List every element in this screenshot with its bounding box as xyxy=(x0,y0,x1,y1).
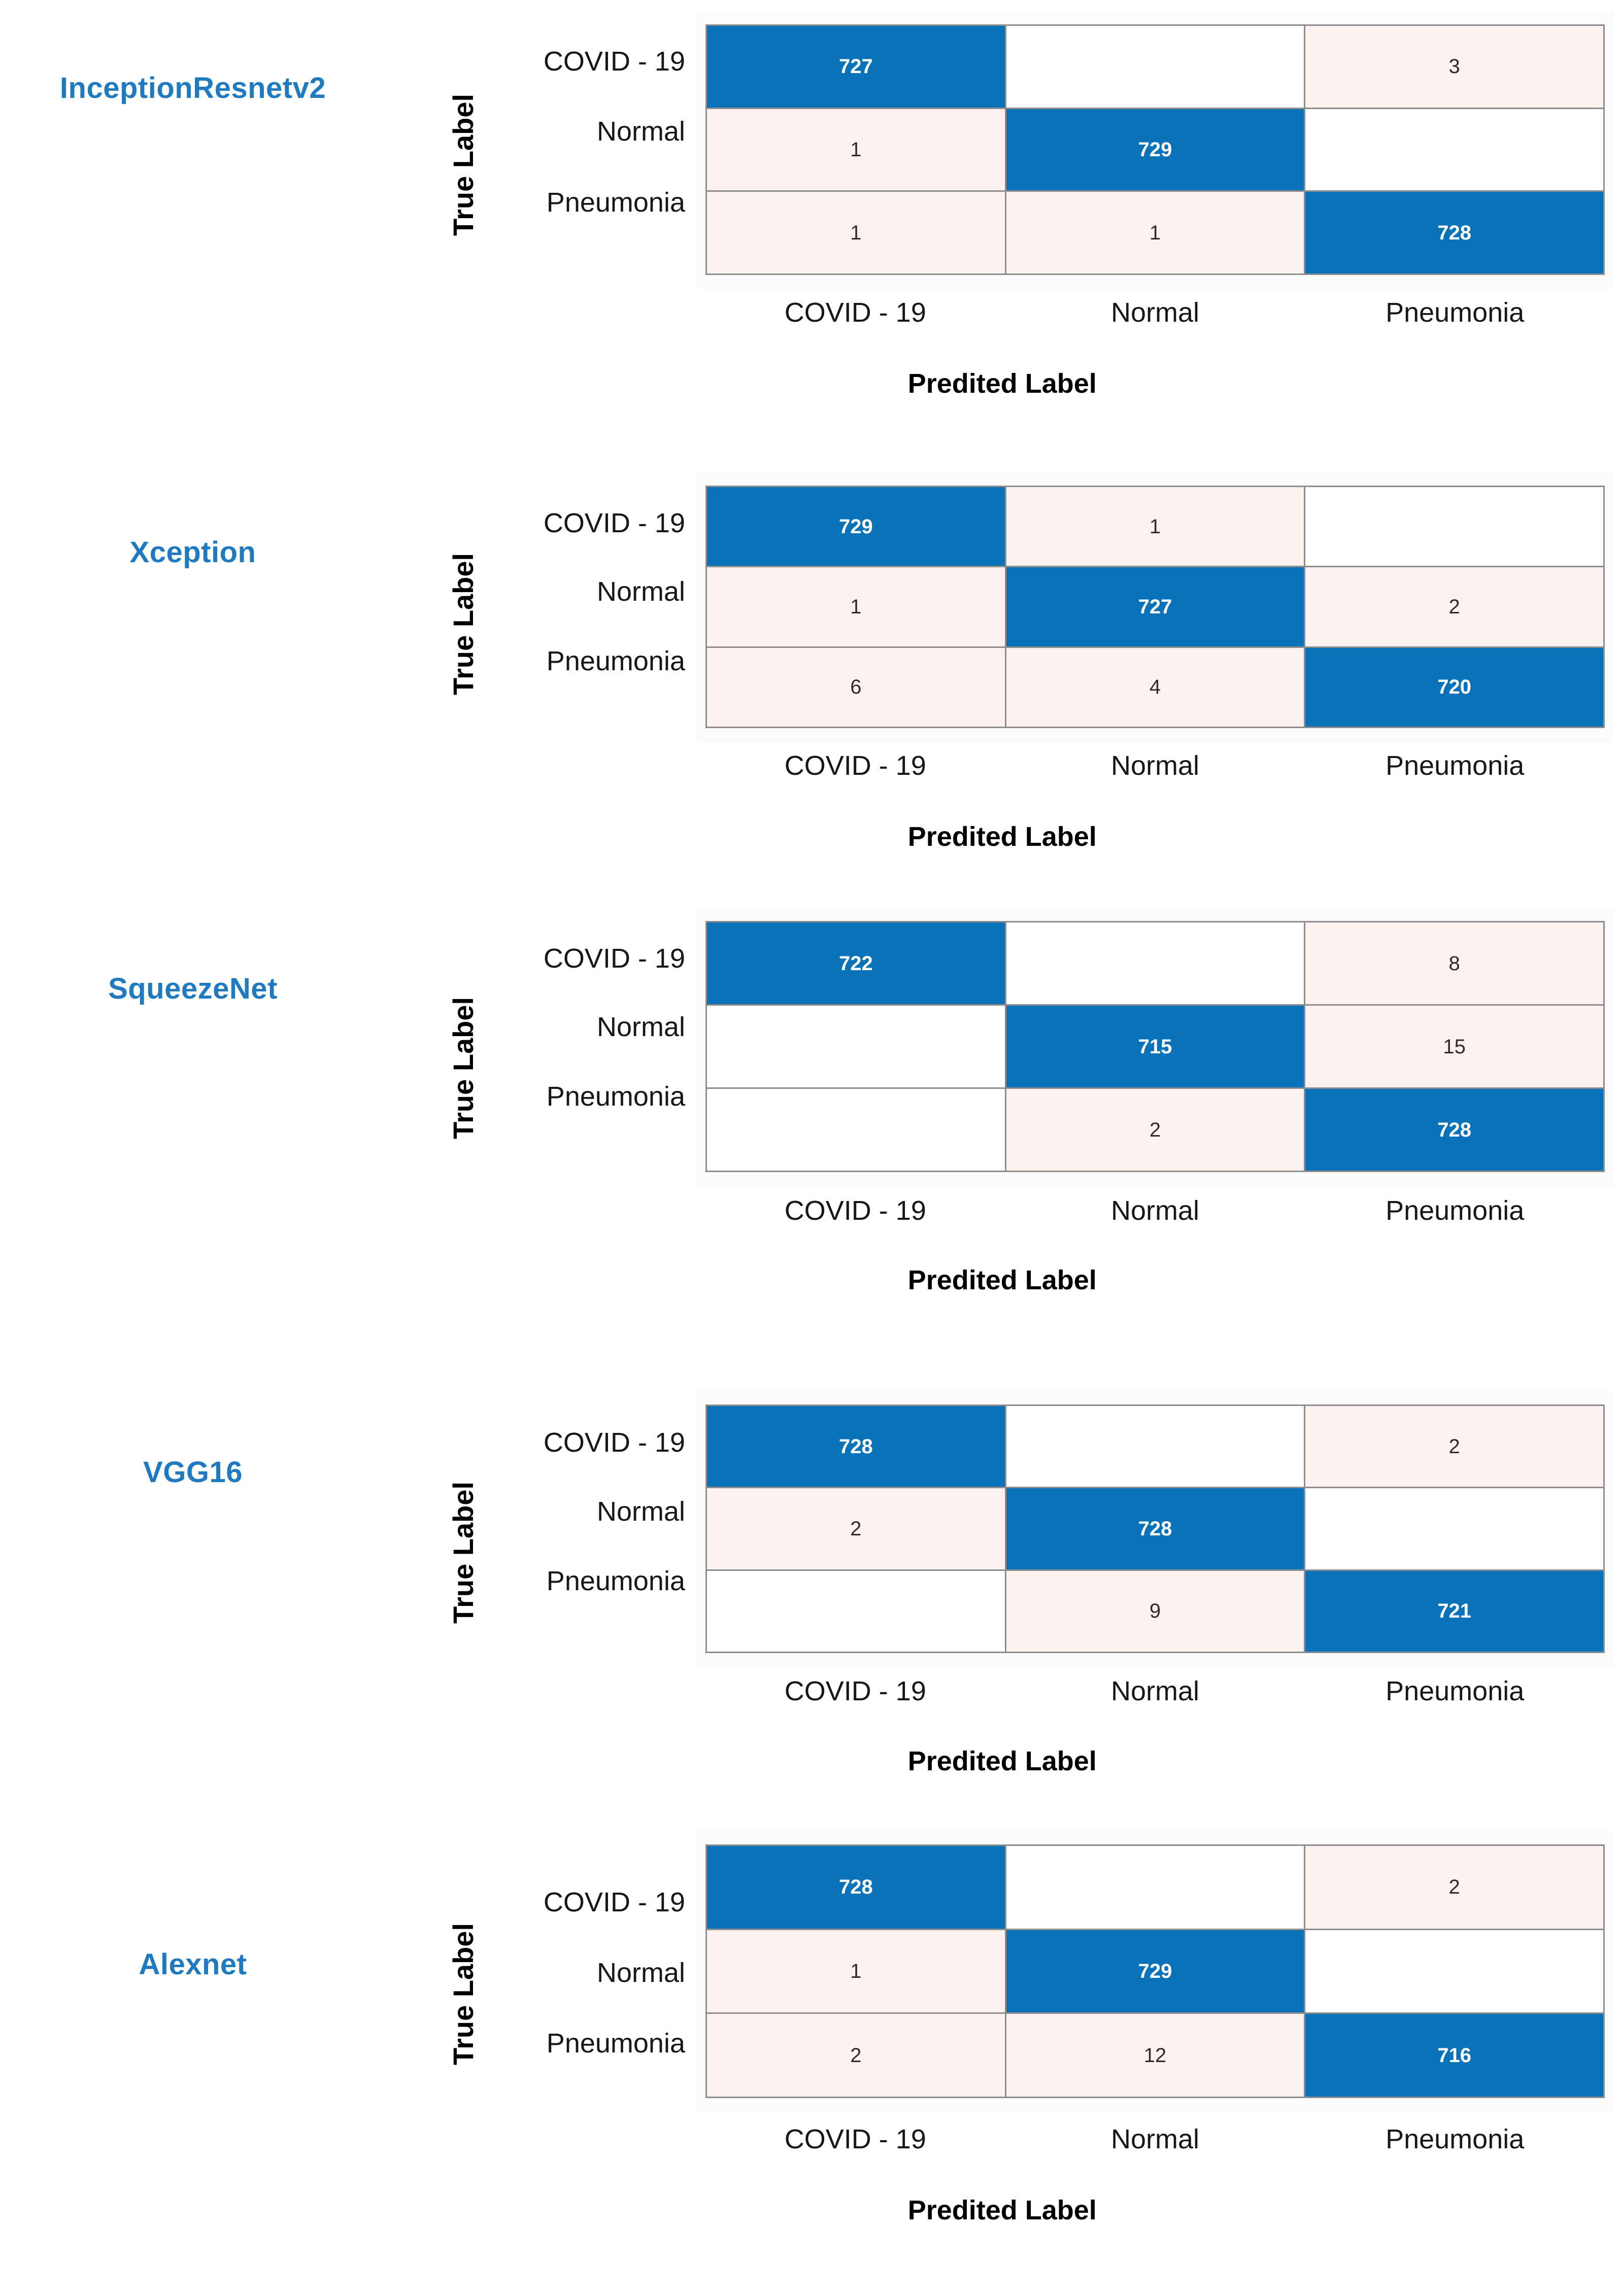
y-axis-tick-label: Normal xyxy=(596,116,685,147)
y-axis-tick-label: COVID - 19 xyxy=(543,1887,685,1917)
x-axis-tick-label: COVID - 19 xyxy=(784,2124,926,2154)
model-title: InceptionResnetv2 xyxy=(59,72,326,105)
matrix-cell: 15 xyxy=(1305,1006,1603,1087)
matrix-cell xyxy=(1305,1488,1603,1569)
x-axis-title: Predited Label xyxy=(907,2195,1097,2225)
y-axis-tick-label: COVID - 19 xyxy=(543,508,685,538)
matrix-cell: 728 xyxy=(1006,1488,1304,1569)
matrix-cell: 727 xyxy=(1006,567,1304,646)
matrix-cell xyxy=(1305,1930,1603,2013)
matrix-cell xyxy=(1006,922,1304,1004)
x-axis-tick-label: COVID - 19 xyxy=(784,1676,926,1706)
matrix-cell xyxy=(707,1089,1005,1171)
x-axis-tick-label: Normal xyxy=(1110,2124,1199,2154)
matrix-cell xyxy=(707,1570,1005,1652)
matrix-cell xyxy=(1006,26,1304,108)
matrix-cell: 2 xyxy=(707,1488,1005,1569)
matrix-cell: 3 xyxy=(1305,26,1603,108)
matrix-cell xyxy=(1006,1846,1304,1929)
matrix-cell: 6 xyxy=(707,647,1005,727)
matrix-cell: 2 xyxy=(1006,1089,1304,1171)
matrix-cell: 728 xyxy=(1305,192,1603,273)
x-axis-tick-label: Pneumonia xyxy=(1386,297,1525,328)
matrix-cell: 728 xyxy=(707,1406,1005,1487)
matrix-cell: 728 xyxy=(707,1846,1005,1929)
y-axis-tick-label: Normal xyxy=(596,1496,685,1527)
model-title: Alexnet xyxy=(139,1948,247,1981)
matrix-cell: 715 xyxy=(1006,1006,1304,1087)
matrix-cell: 728 xyxy=(1305,1089,1603,1171)
matrix-cell xyxy=(707,1006,1005,1087)
x-axis-tick-labels: COVID - 19 Normal Pneumonia xyxy=(705,1195,1605,1226)
x-axis-title: Predited Label xyxy=(907,1746,1097,1776)
matrix-cell: 8 xyxy=(1305,922,1603,1004)
matrix-cell xyxy=(1305,487,1603,566)
model-title: Xception xyxy=(129,536,256,569)
x-axis-tick-label: Pneumonia xyxy=(1386,750,1525,781)
matrix-cell: 12 xyxy=(1006,2014,1304,2097)
x-axis-tick-label: Pneumonia xyxy=(1386,1195,1525,1226)
matrix-cell xyxy=(1006,1406,1304,1487)
matrix-cell: 1 xyxy=(707,1930,1005,2013)
x-axis-tick-label: COVID - 19 xyxy=(784,297,926,328)
matrix-cell xyxy=(1305,109,1603,191)
y-axis-tick-label: COVID - 19 xyxy=(543,1427,685,1458)
matrix-cell: 2 xyxy=(707,2014,1005,2097)
matrix-cell: 1 xyxy=(707,192,1005,273)
x-axis-tick-label: Pneumonia xyxy=(1386,1676,1525,1706)
matrix-cell: 721 xyxy=(1305,1570,1603,1652)
y-axis-tick-label: COVID - 19 xyxy=(543,46,685,77)
matrix-cell: 1 xyxy=(1006,192,1304,273)
y-axis-tick-label: Normal xyxy=(596,1012,685,1042)
y-axis-tick-label: Pneumonia xyxy=(546,1081,685,1112)
y-axis-tick-label: COVID - 19 xyxy=(543,943,685,974)
x-axis-tick-labels: COVID - 19 Normal Pneumonia xyxy=(705,2123,1605,2155)
matrix-cell: 1 xyxy=(707,567,1005,646)
matrix-cell: 727 xyxy=(707,26,1005,108)
matrix-cell: 722 xyxy=(707,922,1005,1004)
x-axis-tick-label: Normal xyxy=(1110,1676,1199,1706)
matrix-cell: 2 xyxy=(1305,567,1603,646)
matrix-cell: 716 xyxy=(1305,2014,1603,2097)
matrix-cell: 2 xyxy=(1305,1846,1603,1929)
y-axis-tick-label: Normal xyxy=(596,576,685,607)
y-axis-tick-label: Pneumonia xyxy=(546,1566,685,1596)
matrix-cell: 729 xyxy=(707,487,1005,566)
x-axis-tick-labels: COVID - 19 Normal Pneumonia xyxy=(705,1675,1605,1707)
x-axis-tick-labels: COVID - 19 Normal Pneumonia xyxy=(705,297,1605,328)
model-title: SqueezeNet xyxy=(108,972,278,1005)
matrix-cell: 1 xyxy=(707,109,1005,191)
matrix-cell: 9 xyxy=(1006,1570,1304,1652)
matrix-cell: 1 xyxy=(1006,487,1304,566)
y-axis-tick-label: Pneumonia xyxy=(546,646,685,676)
x-axis-tick-label: Pneumonia xyxy=(1386,2124,1525,2154)
matrix-cell: 2 xyxy=(1305,1406,1603,1487)
matrix-cell: 729 xyxy=(1006,109,1304,191)
x-axis-title: Predited Label xyxy=(907,1265,1097,1295)
y-axis-tick-label: Normal xyxy=(596,1958,685,1988)
x-axis-tick-labels: COVID - 19 Normal Pneumonia xyxy=(705,750,1605,781)
y-axis-tick-label: Pneumonia xyxy=(546,2028,685,2059)
x-axis-tick-label: Normal xyxy=(1110,1195,1199,1226)
matrix-cell: 720 xyxy=(1305,647,1603,727)
matrix-cell: 4 xyxy=(1006,647,1304,727)
x-axis-tick-label: Normal xyxy=(1110,750,1199,781)
x-axis-tick-label: Normal xyxy=(1110,297,1199,328)
model-title: VGG16 xyxy=(143,1456,243,1489)
y-axis-tick-label: Pneumonia xyxy=(546,187,685,218)
x-axis-tick-label: COVID - 19 xyxy=(784,1195,926,1226)
x-axis-tick-label: COVID - 19 xyxy=(784,750,926,781)
x-axis-title: Predited Label xyxy=(907,821,1097,852)
matrix-cell: 729 xyxy=(1006,1930,1304,2013)
x-axis-title: Predited Label xyxy=(907,368,1097,399)
